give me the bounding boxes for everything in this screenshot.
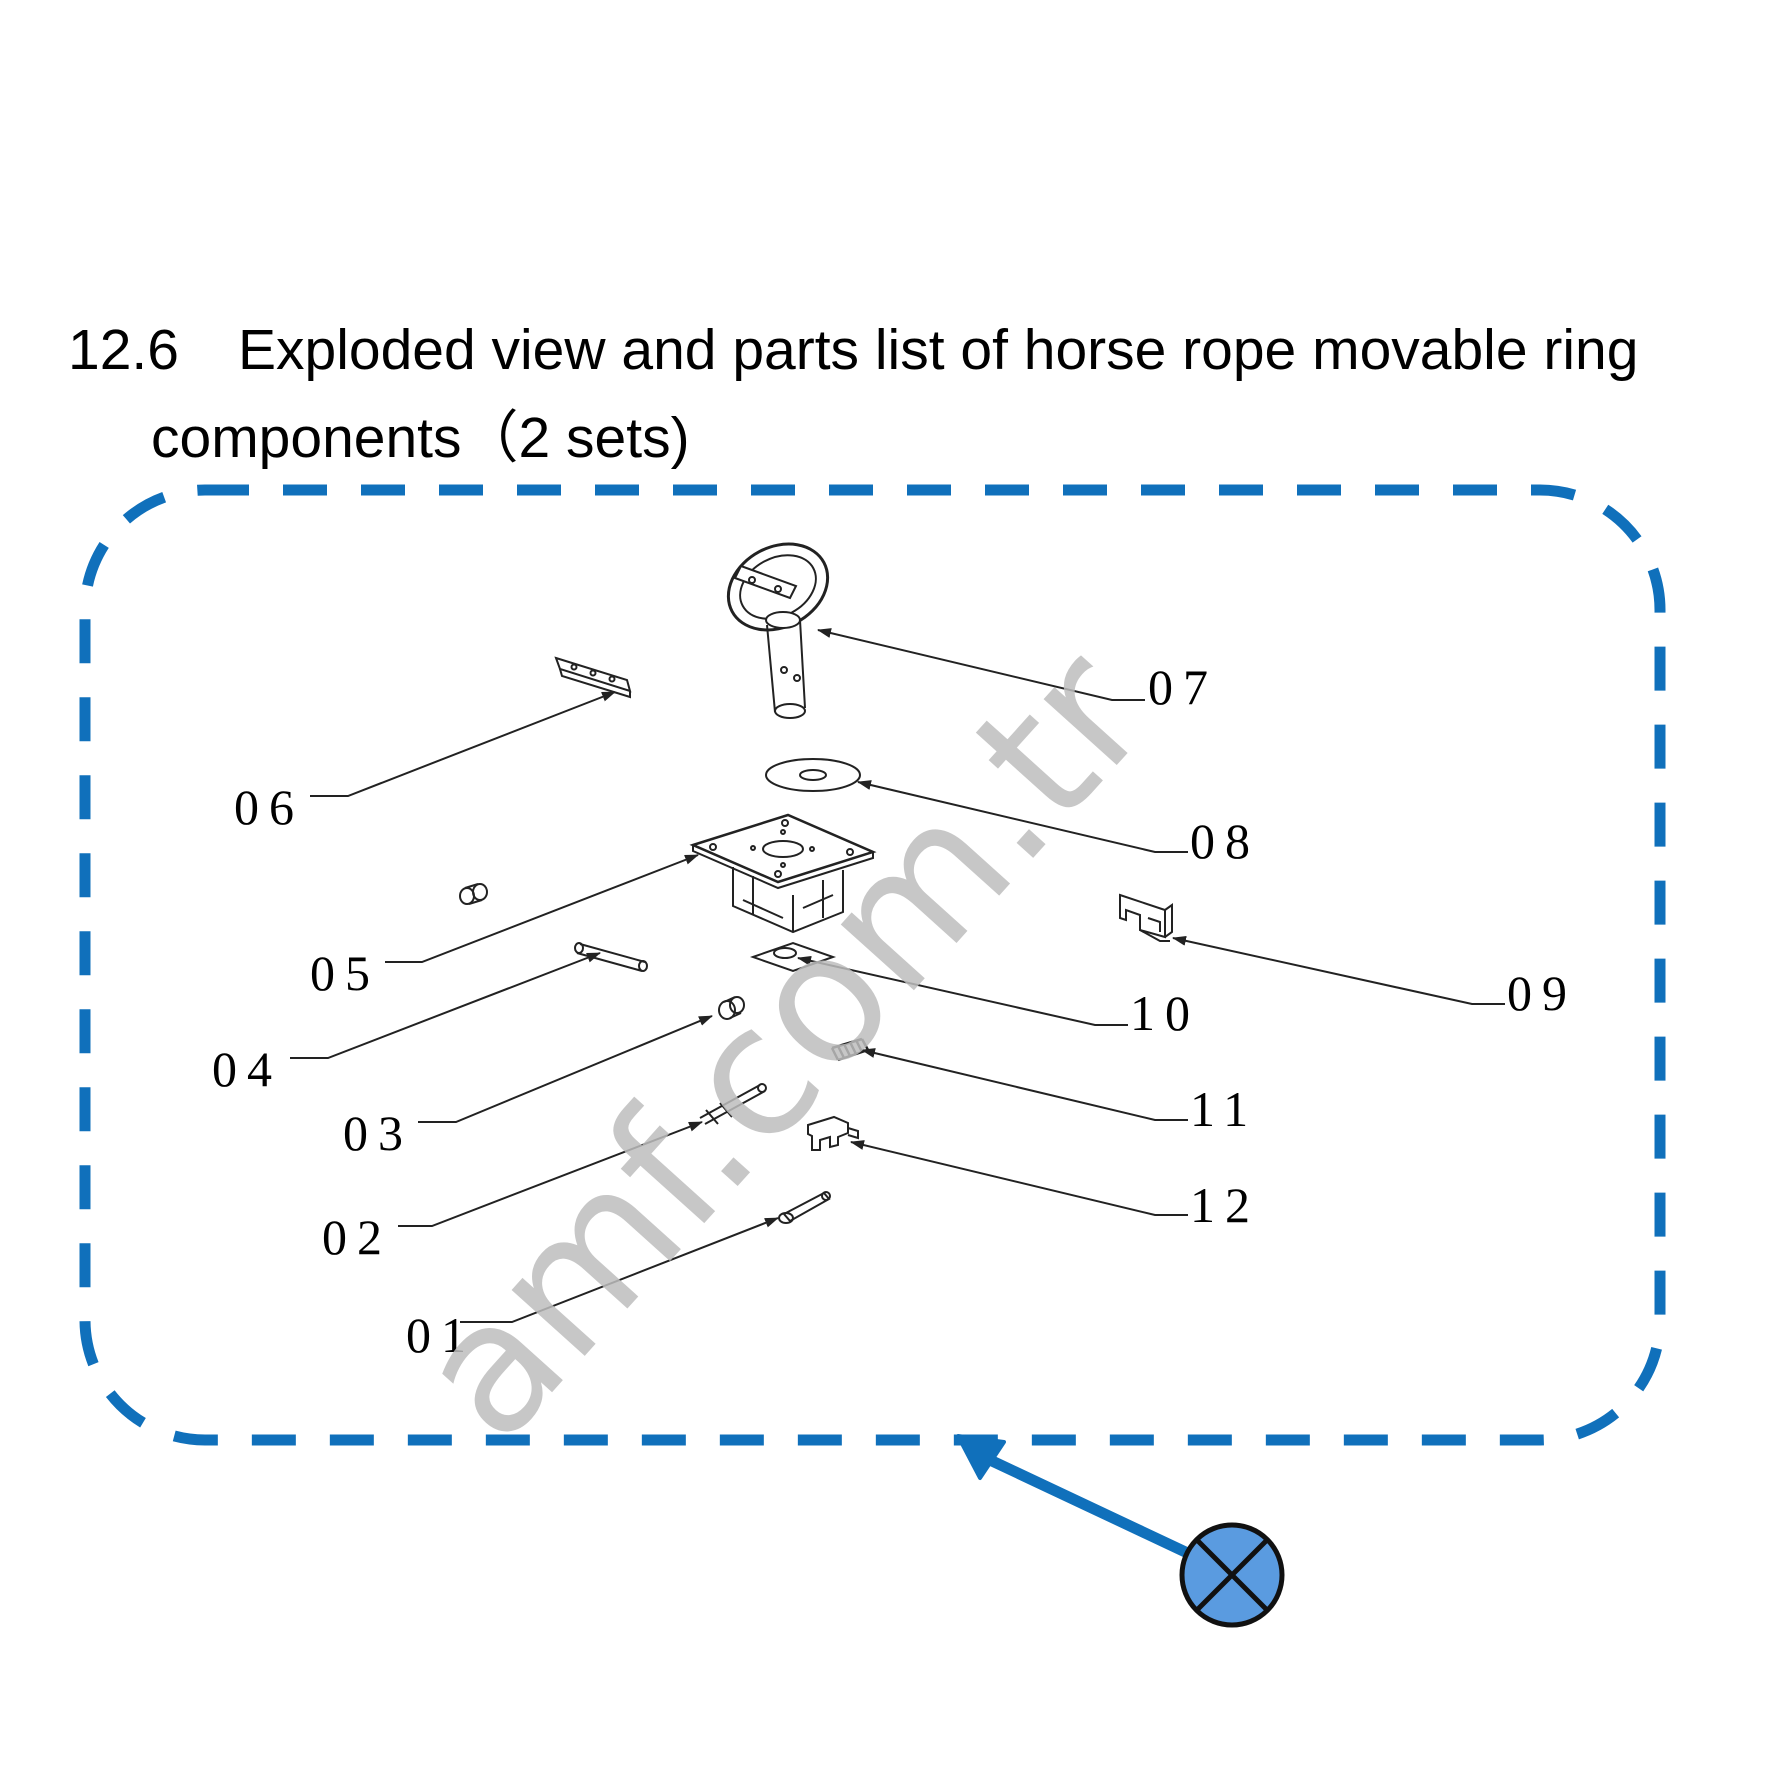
circle-x-marker-icon <box>1179 1522 1285 1628</box>
leader-09 <box>1172 935 1505 1005</box>
leader-08 <box>857 780 1188 853</box>
part-08-washer <box>765 758 861 792</box>
callout-05: 05 <box>310 945 380 1001</box>
part-sleeve <box>459 883 488 905</box>
leader-06 <box>310 691 616 797</box>
callout-01: 01 <box>406 1307 476 1363</box>
leader-05 <box>385 854 699 963</box>
leader-07 <box>817 628 1145 701</box>
part-06-plate <box>554 656 632 699</box>
callout-07: 07 <box>1148 659 1218 715</box>
leader-11 <box>861 1048 1188 1121</box>
callout-03: 03 <box>343 1105 413 1161</box>
callout-08: 08 <box>1190 813 1260 869</box>
section-number: 12.6 <box>68 318 179 382</box>
part-07-ring-handle <box>726 542 830 719</box>
part-12-latch <box>807 1115 859 1151</box>
leader-03 <box>418 1015 713 1123</box>
part-05-mounting-plate <box>689 813 877 934</box>
part-03-bushing <box>718 996 745 1020</box>
callout-06: 06 <box>234 779 304 835</box>
part-04-pin <box>574 942 648 972</box>
dashed-frame <box>79 484 1666 1446</box>
callout-11: 11 <box>1190 1081 1258 1137</box>
part-01-key <box>778 1191 831 1224</box>
section-title-continued: components（2 sets) <box>151 406 690 470</box>
watermark-text: amf.com.tr <box>377 611 1188 1479</box>
pointer-arrow <box>956 1434 1202 1563</box>
callout-10: 10 <box>1130 985 1200 1041</box>
section-title: Exploded view and parts list of horse ro… <box>238 318 1639 382</box>
leader-02 <box>398 1121 703 1227</box>
part-09-bracket <box>1119 893 1173 942</box>
leader-10 <box>797 955 1128 1026</box>
leader-12 <box>850 1140 1188 1216</box>
callout-04: 04 <box>212 1041 282 1097</box>
part-10-plate <box>749 941 837 973</box>
callout-02: 02 <box>322 1209 392 1265</box>
leader-01 <box>460 1217 779 1323</box>
callout-12: 12 <box>1190 1177 1260 1233</box>
leader-04 <box>290 952 601 1059</box>
callout-09: 09 <box>1507 965 1577 1021</box>
part-02-shaft <box>699 1083 767 1125</box>
